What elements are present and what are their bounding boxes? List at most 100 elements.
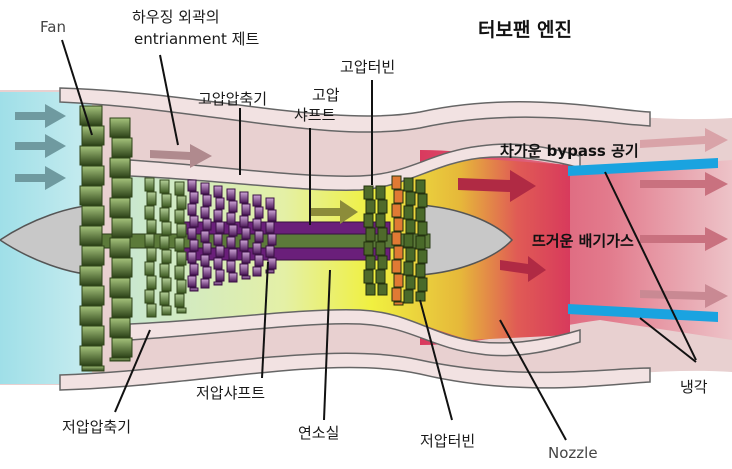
label-fan: Fan	[40, 18, 66, 36]
hp-compressor-blade-segment	[187, 227, 197, 240]
lp-compressor-blade-segment	[144, 233, 155, 248]
fan-blade-segment	[81, 245, 105, 266]
hp-compressor-blade-segment	[226, 236, 236, 249]
leader-cooling-top	[604, 171, 697, 361]
lp-turbine-blade-segment	[391, 175, 402, 190]
lp-compressor-blade-segment	[161, 193, 172, 208]
hp-compressor-blade-segment	[189, 239, 199, 252]
hp-compressor-blade-segment	[189, 263, 199, 276]
hp-turbine-blade-segment	[365, 199, 376, 214]
lp-turbine-blade-segment	[391, 259, 402, 274]
lp-turbine-blade-segment	[403, 177, 414, 192]
lp-turbine-stages	[391, 175, 428, 306]
fan-blade-segment	[109, 237, 131, 258]
hp-compressor-blade-segment	[267, 233, 277, 246]
hp-compressor-blade-segment	[239, 191, 249, 204]
lp-compressor-blade-segment	[144, 177, 155, 192]
hp-compressor-blade-segment	[215, 269, 225, 282]
lp-compressor-blade-segment	[144, 261, 155, 276]
lp-turbine-blade-segment	[417, 277, 428, 292]
hp-compressor-blade-segment	[187, 179, 197, 192]
hp-compressor-blade-segment	[215, 221, 225, 234]
fan-blade-segment	[79, 105, 103, 126]
hp-compressor-blade-segment	[213, 257, 223, 270]
lp-turbine-blade-segment	[393, 189, 404, 204]
hp-compressor-blade-segment	[226, 212, 236, 225]
label-nozzle: Nozzle	[548, 444, 598, 462]
lp-turbine-blade-segment	[405, 275, 416, 290]
hp-compressor-blade-segment	[254, 254, 264, 267]
fan-blade-segment	[81, 165, 105, 186]
label-hot-exhaust: 뜨거운 배기가스	[532, 232, 634, 250]
lp-turbine-blade-segment	[417, 193, 428, 208]
fan-blade-segment	[81, 125, 105, 146]
label-hp-shaft-line2: 샤프트	[294, 106, 336, 124]
lp-compressor-blade-segment	[176, 307, 187, 314]
hp-turbine-blade-segment	[375, 185, 386, 200]
lp-compressor-blade-segment	[176, 251, 187, 266]
leader-combustor	[323, 269, 331, 421]
fan-blade-segment	[109, 117, 131, 138]
label-hp-compressor: 고압압축기	[198, 90, 267, 108]
label-hp-turbine: 고압터빈	[340, 58, 395, 76]
hp-turbine-blade-segment	[363, 269, 374, 284]
label-lp-shaft: 저압샤프트	[196, 384, 265, 402]
label-housing-line2: entrianment 제트	[134, 30, 259, 48]
fan-blade-segment	[79, 225, 103, 246]
lp-compressor-blade-segment	[144, 289, 155, 304]
entrainment-arrow	[150, 144, 212, 168]
lp-compressor-blade-segment	[176, 223, 187, 238]
lp-compressor-blade-segment	[174, 293, 185, 308]
lp-compressor-blade-segment	[144, 205, 155, 220]
fan-blade-segment	[79, 345, 103, 366]
hp-compressor-blade-segment	[252, 194, 262, 207]
hp-compressor-blade-segment	[202, 218, 212, 231]
lp-compressor-blade-segment	[146, 275, 157, 290]
intake-flow-arrows	[15, 104, 66, 190]
hp-compressor-blade-segment	[200, 206, 210, 219]
hp-compressor-blade-segment	[254, 230, 264, 243]
hp-compressor-blade-segment	[228, 248, 238, 261]
fan-blade-segment	[111, 177, 133, 198]
leader-fan	[61, 39, 93, 136]
leader-lp-compressor	[114, 329, 151, 413]
hp-compressor-blade-segment	[213, 281, 223, 286]
fan-blade-segment	[79, 185, 103, 206]
hp-compressor-blade-segment	[200, 278, 210, 289]
label-cold-bypass: 차가운 bypass 공기	[500, 142, 639, 160]
lp-turbine-blade-segment	[391, 203, 402, 218]
hp-compressor-blade-segment	[202, 266, 212, 279]
hp-compressor-blade-segment	[200, 254, 210, 267]
fan-blade-segment	[109, 277, 131, 298]
hot-exhaust-arrows	[458, 170, 546, 282]
hp-compressor-blade-segment	[189, 215, 199, 228]
fan-blade-segment	[109, 197, 131, 218]
lp-compressor-blade-segment	[161, 249, 172, 264]
leader-housing	[159, 54, 179, 146]
lp-compressor-blade-segment	[174, 265, 185, 280]
fan-blade-segment	[79, 145, 103, 166]
leader-cooling-bottom	[639, 317, 697, 363]
fan-stage-2	[109, 117, 133, 362]
lp-turbine-blade-segment	[391, 287, 402, 302]
fan-blade-segment	[111, 257, 133, 278]
hp-compressor-blade-segment	[215, 245, 225, 258]
hp-turbine-blade-segment	[365, 255, 376, 270]
hp-compressor-blade-segment	[239, 239, 249, 252]
outer-casing-top	[59, 87, 651, 133]
lp-compressor-blade-segment	[176, 279, 187, 294]
leader-lp-turbine	[419, 299, 453, 421]
lp-turbine-blade-segment	[403, 289, 414, 304]
lp-compressor-stages	[144, 177, 187, 318]
hp-compressor-blade-segment	[213, 233, 223, 246]
lp-compressor-blade-segment	[159, 263, 170, 278]
hp-compressor-blade-segment	[239, 263, 249, 276]
hp-compressor-blade-segment	[226, 260, 236, 273]
hp-compressor-blade-segment	[241, 203, 251, 216]
lp-compressor-blade-segment	[146, 191, 157, 206]
lp-compressor-blade-segment	[159, 235, 170, 250]
hp-compressor-blade-segment	[265, 269, 275, 274]
fan-blade-segment	[79, 305, 103, 326]
lp-compressor-blade-segment	[161, 305, 172, 316]
fan-stage-1	[79, 105, 105, 372]
